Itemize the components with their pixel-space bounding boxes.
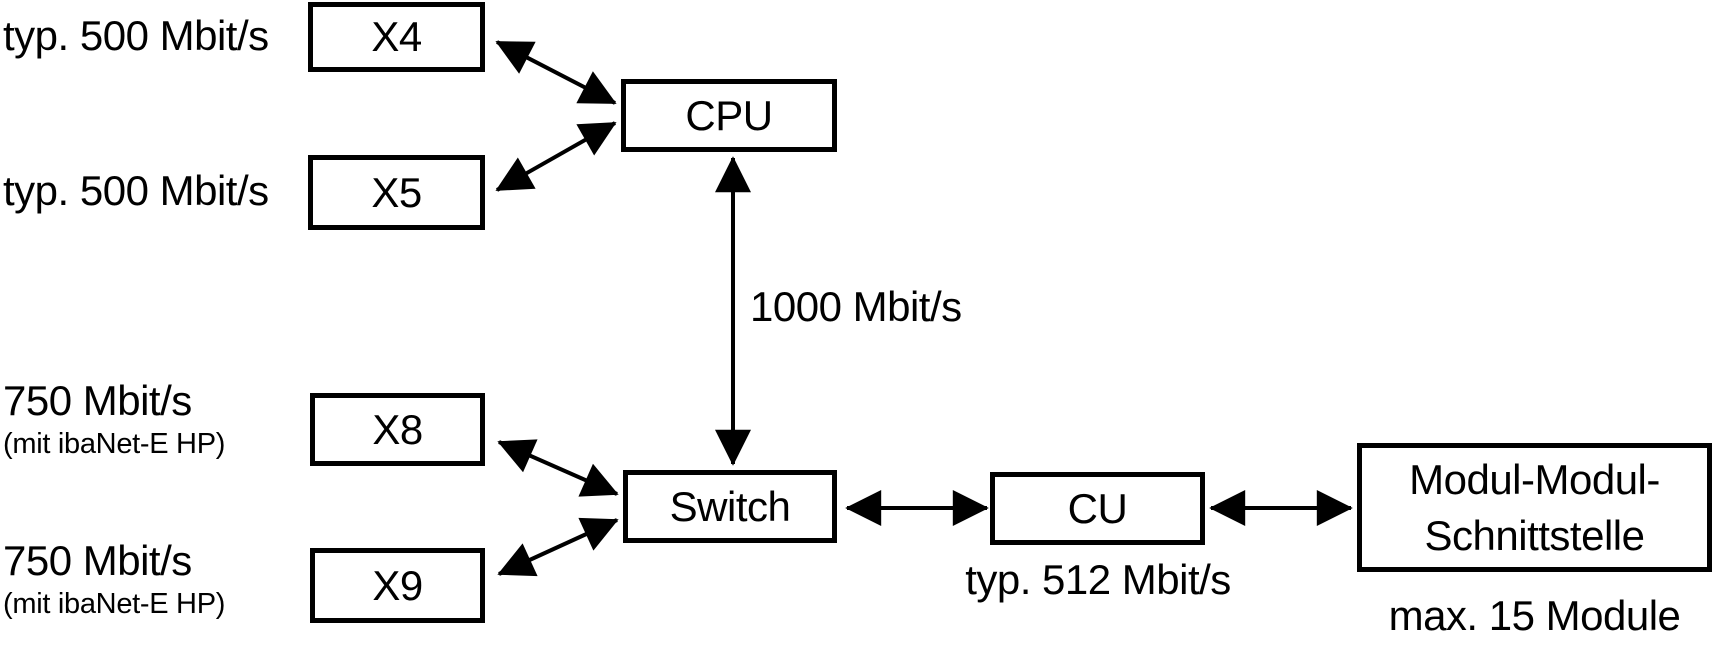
node-x4: X4 bbox=[308, 2, 485, 72]
node-switch: Switch bbox=[623, 470, 837, 543]
note-label-modul: max. 15 Module bbox=[1388, 592, 1681, 639]
node-cu-label: CU bbox=[1067, 484, 1128, 532]
rate-note-x9: (mit ibaNet-E HP) bbox=[3, 588, 226, 620]
rate-label-cu: typ. 512 Mbit/s bbox=[965, 556, 1231, 603]
node-x4-label: X4 bbox=[371, 13, 422, 60]
node-x9: X9 bbox=[310, 548, 485, 623]
node-modul-modul-schnittstelle: Modul-Modul- Schnittstelle bbox=[1357, 443, 1712, 572]
node-x8-label: X8 bbox=[372, 405, 423, 453]
node-x5: X5 bbox=[308, 155, 485, 230]
arrow-x5-cpu bbox=[495, 121, 617, 192]
node-switch-label: Switch bbox=[669, 482, 791, 530]
arrow-x9-switch bbox=[497, 517, 619, 577]
arrow-x4-cpu bbox=[495, 40, 617, 105]
rate-label-x8: 750 Mbit/s bbox=[3, 377, 192, 424]
rate-label-x5: typ. 500 Mbit/s bbox=[3, 167, 269, 214]
node-x5-label: X5 bbox=[371, 168, 422, 216]
node-cpu-label: CPU bbox=[685, 91, 773, 139]
rate-note-x8: (mit ibaNet-E HP) bbox=[3, 428, 226, 460]
rate-label-cpu-switch: 1000 Mbit/s bbox=[750, 283, 962, 330]
rate-label-x9-group: 750 Mbit/s (mit ibaNet-E HP) bbox=[3, 536, 225, 622]
node-cu: CU bbox=[990, 472, 1205, 545]
rate-label-x9: 750 Mbit/s bbox=[3, 537, 192, 584]
arrow-x8-switch bbox=[497, 439, 619, 497]
node-cpu: CPU bbox=[621, 79, 837, 152]
rate-label-x4: typ. 500 Mbit/s bbox=[3, 12, 269, 59]
node-x9-label: X9 bbox=[372, 561, 423, 609]
rate-label-x8-group: 750 Mbit/s (mit ibaNet-E HP) bbox=[3, 376, 225, 462]
node-modul-label-line1: Modul-Modul- bbox=[1409, 455, 1660, 503]
node-x8: X8 bbox=[310, 393, 485, 466]
node-modul-label-line2: Schnittstelle bbox=[1424, 511, 1645, 559]
